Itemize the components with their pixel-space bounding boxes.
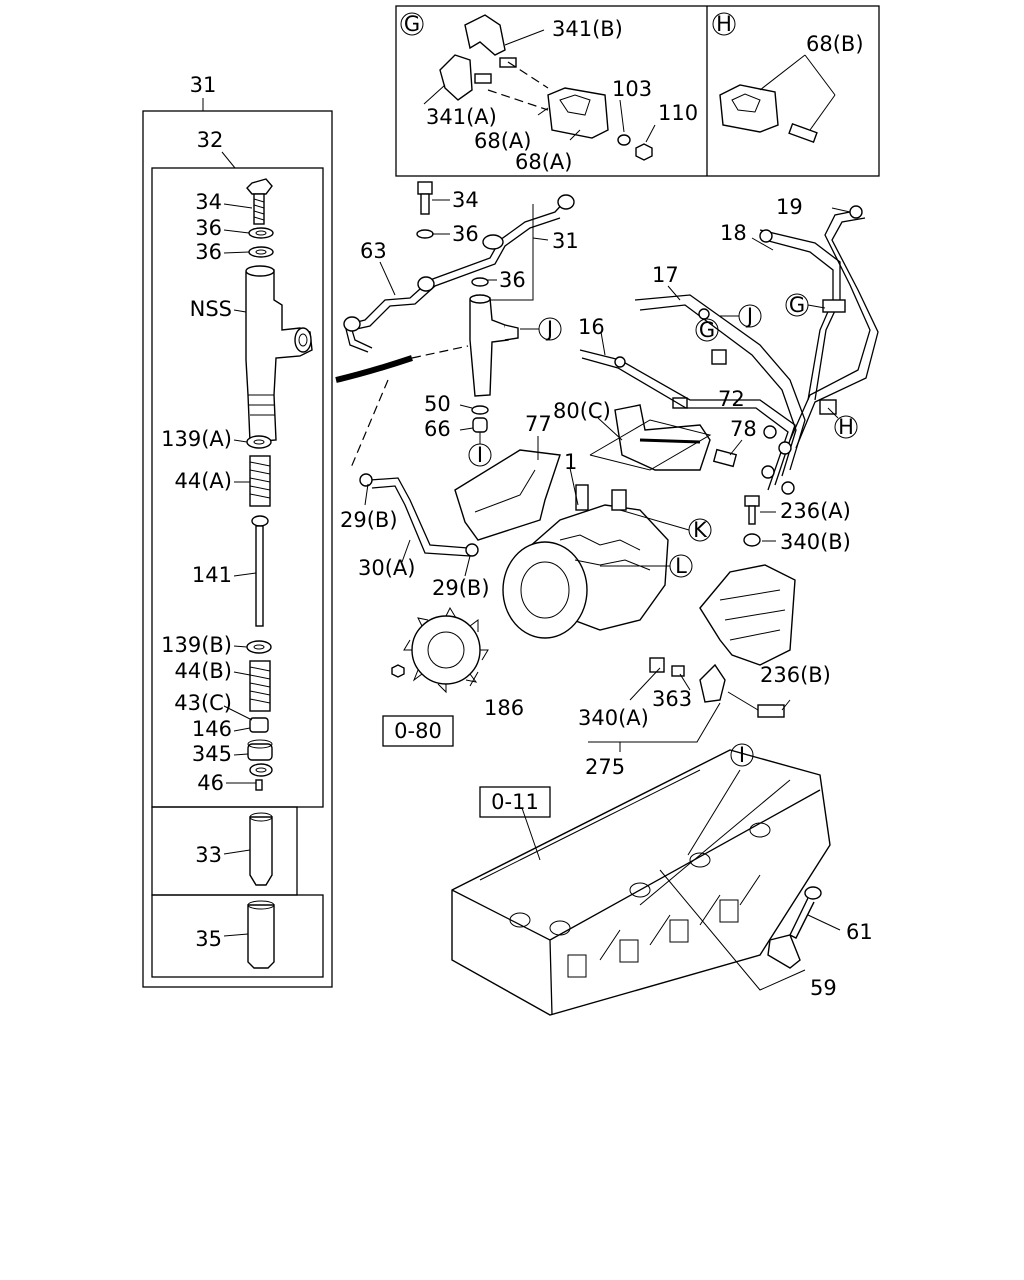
label-32: 32 — [197, 128, 224, 152]
label-30a: 30(A) — [358, 556, 415, 580]
injection-pump-assembly — [335, 181, 879, 752]
label-61: 61 — [846, 920, 873, 944]
label-29b-2: 29(B) — [432, 576, 490, 600]
label-110: 110 — [658, 101, 698, 125]
label-72: 72 — [718, 387, 745, 411]
leader-lines-left — [223, 203, 257, 937]
label-66: 66 — [424, 417, 451, 441]
label-275: 275 — [585, 755, 625, 779]
label-236a: 236(A) — [780, 499, 851, 523]
label-68b: 68(B) — [806, 32, 864, 56]
label-236b: 236(B) — [760, 663, 831, 687]
label-18: 18 — [720, 221, 747, 245]
label-31-top: 31 — [190, 73, 217, 97]
label-80c: 80(C) — [553, 399, 611, 423]
label-50: 50 — [424, 392, 451, 416]
callout-g-box: G — [404, 12, 420, 36]
label-36-b: 36 — [195, 240, 222, 264]
label-59: 59 — [810, 976, 837, 1000]
label-46: 46 — [197, 771, 224, 795]
label-341b: 341(B) — [552, 17, 623, 41]
label-33: 33 — [195, 843, 222, 867]
label-363: 363 — [652, 687, 692, 711]
label-34-left: 34 — [195, 190, 222, 214]
label-78: 78 — [730, 417, 757, 441]
label-29b-1: 29(B) — [340, 508, 398, 532]
label-146: 146 — [192, 717, 232, 741]
label-68a-1: 68(A) — [474, 129, 531, 153]
label-340b: 340(B) — [780, 530, 851, 554]
callout-g2: G — [789, 293, 805, 317]
callout-k: K — [693, 518, 708, 542]
label-1: 1 — [564, 450, 577, 474]
callout-g3: G — [699, 318, 715, 342]
detail-boxes — [395, 5, 880, 177]
label-186: 186 — [484, 696, 524, 720]
label-16: 16 — [578, 315, 605, 339]
part-labels: 31 32 34 36 36 NSS 139(A) 44(A) 141 139(… — [161, 17, 873, 1000]
label-77: 77 — [525, 412, 552, 436]
callout-l: L — [675, 554, 687, 578]
label-36-mid2: 36 — [499, 268, 526, 292]
label-68a-2: 68(A) — [515, 150, 572, 174]
ref-0-11: 0-11 — [491, 790, 539, 814]
callout-j1: J — [545, 317, 553, 341]
callout-i2: I — [739, 743, 745, 767]
label-341a: 341(A) — [426, 105, 497, 129]
label-139a: 139(A) — [161, 427, 232, 451]
label-141: 141 — [192, 563, 232, 587]
label-63: 63 — [360, 239, 387, 263]
cylinder-head — [451, 749, 831, 1016]
leader-lines-mid — [364, 199, 851, 931]
label-36-mid1: 36 — [452, 222, 479, 246]
callout-h-box: H — [716, 12, 732, 36]
label-36-a: 36 — [195, 216, 222, 240]
ref-0-80: 0-80 — [394, 719, 442, 743]
label-345: 345 — [192, 742, 232, 766]
label-44a: 44(A) — [175, 469, 232, 493]
label-17: 17 — [652, 263, 679, 287]
label-139b: 139(B) — [161, 633, 232, 657]
label-103: 103 — [612, 77, 652, 101]
injector-assembly-frame — [142, 98, 333, 988]
label-34-mid: 34 — [452, 188, 479, 212]
injector-parts — [245, 178, 313, 969]
reference-boxes: 0-80 0-11 — [382, 715, 551, 818]
callout-j2: J — [745, 304, 753, 328]
label-nss: NSS — [190, 297, 232, 321]
label-43c: 43(C) — [174, 691, 232, 715]
callouts: G H J J G G H I I K L — [400, 12, 858, 767]
callout-i1: I — [477, 443, 483, 467]
callout-h2: H — [838, 415, 854, 439]
label-340a: 340(A) — [578, 706, 649, 730]
label-31-mid: 31 — [552, 229, 579, 253]
label-44b: 44(B) — [174, 659, 232, 683]
label-19: 19 — [776, 195, 803, 219]
label-35: 35 — [195, 927, 222, 951]
